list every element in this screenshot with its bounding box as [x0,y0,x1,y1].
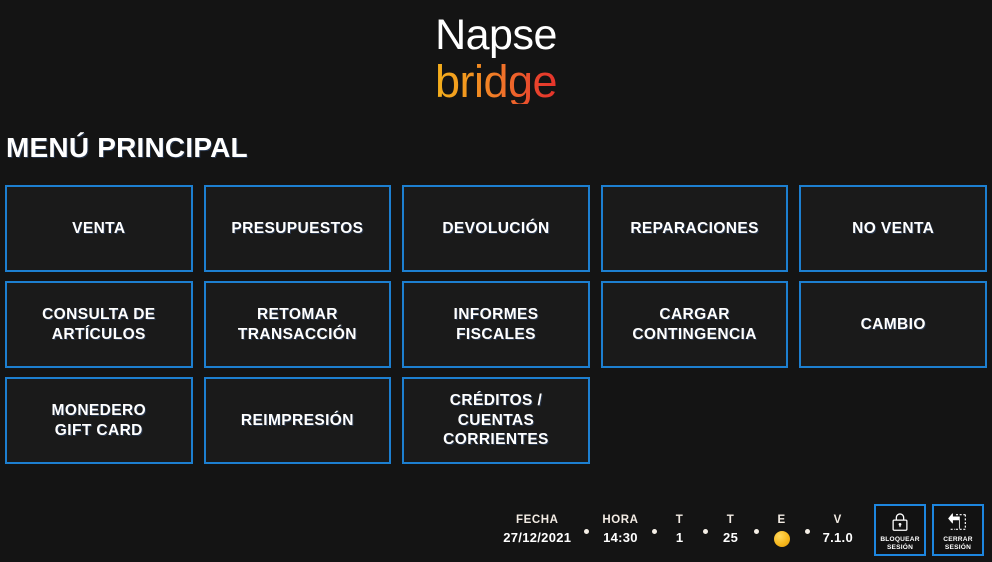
status-label-fecha: FECHA [515,514,559,527]
menu-button-reparaciones[interactable]: REPARACIONES [600,185,789,272]
cerrar-sesion-button[interactable]: CERRAR SESIÓN [932,504,984,556]
status-field-estado: E [765,513,799,548]
status-value-transaccion: 25 [723,529,739,545]
menu-button-cambio[interactable]: CAMBIO [799,281,987,368]
session-buttons: BLOQUEAR SESIÓN CERRAR SESIÓN [874,504,984,556]
logo-text-bridge: bridge [434,56,558,107]
status-field-fecha: FECHA 27/12/2021 [496,513,578,546]
status-value-fecha: 27/12/2021 [503,529,572,545]
logo-text-napse: Napse [435,11,557,59]
status-label-hora: HORA [602,514,639,527]
menu-button-informes-fiscales[interactable]: INFORMES FISCALES [402,281,590,368]
menu-button-cargar-contingencia[interactable]: CARGAR CONTINGENCIA [600,281,789,368]
separator-dot-icon [702,528,708,534]
menu-button-no-venta[interactable]: NO VENTA [799,185,987,272]
status-value-terminal: 1 [675,529,684,545]
menu-button-presupuestos[interactable]: PRESUPUESTOS [203,185,392,272]
bloquear-sesion-button[interactable]: BLOQUEAR SESIÓN [874,504,926,556]
menu-button-retomar-transaccion[interactable]: RETOMAR TRANSACCIÓN [203,281,392,368]
cerrar-sesion-label: CERRAR SESIÓN [943,535,973,551]
status-fields: FECHA 27/12/2021 HORA 14:30 T 1 T 25 E [496,506,860,554]
menu-empty-slot-2 [799,377,987,464]
napse-bridge-logo: Napse bridge [434,11,558,107]
menu-button-devolucion[interactable]: DEVOLUCIÓN [402,185,590,272]
status-indicator-icon [773,531,790,548]
main-menu-grid: VENTA PRESUPUESTOS DEVOLUCIÓN REPARACION… [5,185,987,464]
status-label-transaccion: T [726,514,735,527]
status-label-version: V [833,514,842,527]
separator-dot-icon [584,528,590,534]
menu-empty-slot-1 [601,377,789,464]
status-field-transaccion: T 25 [714,513,748,546]
lock-icon [887,510,913,534]
status-value-hora: 14:30 [603,529,638,545]
status-field-hora: HORA 14:30 [595,513,645,546]
menu-button-reimpresion[interactable]: REIMPRESIÓN [203,377,392,464]
menu-button-consulta-de-articulos[interactable]: CONSULTA DE ARTÍCULOS [5,281,193,368]
status-value-version: 7.1.0 [822,529,853,545]
menu-button-creditos-cuentas-corrientes[interactable]: CRÉDITOS / CUENTAS CORRIENTES [402,377,590,464]
status-field-version: V 7.1.0 [816,513,860,546]
status-label-estado: E [777,513,786,526]
status-bar: FECHA 27/12/2021 HORA 14:30 T 1 T 25 E [0,498,992,562]
separator-dot-icon [804,528,810,534]
logout-icon [945,510,971,534]
status-label-terminal: T [675,514,684,527]
separator-dot-icon [651,528,657,534]
status-field-terminal: T 1 [663,513,697,546]
menu-button-monedero-gift-card[interactable]: MONEDERO GIFT CARD [5,377,193,464]
bloquear-sesion-label: BLOQUEAR SESIÓN [880,535,920,551]
page-title: MENÚ PRINCIPAL [6,132,248,163]
separator-dot-icon [753,528,759,534]
menu-button-venta[interactable]: VENTA [5,185,193,272]
app-header: Napse bridge [0,0,992,118]
